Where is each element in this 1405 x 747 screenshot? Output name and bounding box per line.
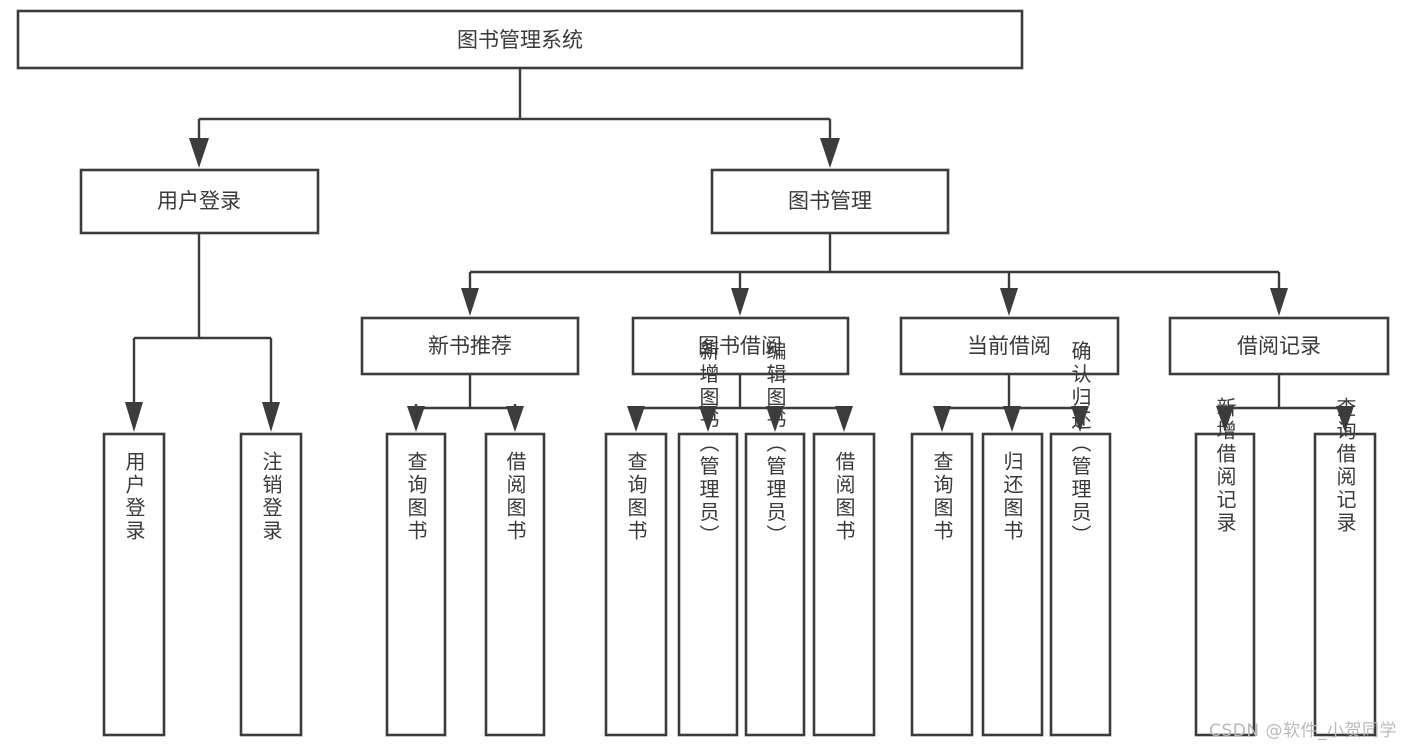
arrowhead-borrowrecord-l2 [1336,406,1354,432]
leaf-add-book-admin[interactable]: 新增图书（管理员） [677,340,739,737]
leaf-query-book-current[interactable]: 查询图书 [910,432,974,737]
node-book-management[interactable]: 图书管理 [710,168,950,235]
leaf-user-login[interactable]: 用户登录 [102,432,166,737]
connector-layer [125,68,1354,432]
leaf-add-borrow-record-box[interactable] [1194,432,1256,737]
leaf-user-login-box[interactable] [102,432,166,737]
arrowhead-book-mgmt [820,138,840,168]
leaf-borrow-book-new[interactable]: 借阅图书 [484,432,546,737]
leaf-confirm-return-admin-box[interactable] [1049,432,1112,737]
leaf-user-login-label: 用户登录 [122,451,146,543]
leaf-borrow-book-label: 借阅图书 [832,451,856,543]
leaf-query-book-borrow[interactable]: 查询图书 [604,432,668,737]
leaf-query-book-new[interactable]: 查询图书 [385,432,447,737]
arrowhead-borrowrecord-l1 [1216,406,1234,432]
arrowhead-current-borrow [1000,288,1018,316]
arrowhead-new-book-rec [461,288,479,316]
arrowhead-bookborrow-l1 [627,406,645,432]
node-user-login-box[interactable] [79,168,320,235]
leaf-add-borrow-record[interactable]: 新增借阅记录 [1194,397,1256,737]
arrowhead-currentborrow-l1 [933,406,951,432]
arrowhead-userlogin-leaf2 [262,402,280,432]
arrowhead-bookborrow-l3 [766,406,784,432]
leaf-borrow-book-new-label: 借阅图书 [503,451,527,543]
leaf-query-borrow-record-label: 查询借阅记录 [1333,397,1357,535]
leaf-confirm-return-admin-label: 确认归还（管理员） [1068,340,1092,547]
leaf-borrow-book-box[interactable] [812,432,876,737]
node-book-management-label: 图书管理 [788,189,872,213]
node-borrow-record[interactable]: 借阅记录 [1168,316,1390,376]
node-root[interactable]: 图书管理系统 [16,9,1024,70]
node-current-borrow[interactable]: 当前借阅 [899,316,1120,376]
leaf-query-book-current-label: 查询图书 [930,451,954,543]
leaf-add-book-admin-label: 新增图书（管理员） [696,340,720,547]
node-root-box[interactable] [16,9,1024,70]
leaf-query-book-borrow-box[interactable] [604,432,668,737]
leaf-logout-label: 注销登录 [259,451,283,543]
arrowhead-bookborrow-l4 [835,406,853,432]
arrowhead-newbook-l1 [407,406,425,432]
arrowhead-currentborrow-l3 [1071,406,1089,432]
leaf-add-borrow-record-label: 新增借阅记录 [1213,397,1237,535]
leaf-return-book-box[interactable] [981,432,1044,737]
arrowhead-currentborrow-l2 [1003,406,1021,432]
node-borrow-record-box[interactable] [1168,316,1390,376]
leaf-edit-book-admin-label: 编辑图书（管理员） [763,340,787,547]
leaf-return-book-label: 归还图书 [1000,451,1024,543]
arrowhead-userlogin-leaf1 [125,402,143,432]
leaf-query-book-new-box[interactable] [385,432,447,737]
node-book-borrow-box[interactable] [631,316,850,376]
leaf-return-book[interactable]: 归还图书 [981,432,1044,737]
leaf-logout-box[interactable] [239,432,303,737]
leaf-borrow-book-new-box[interactable] [484,432,546,737]
node-new-book-recommend-box[interactable] [360,316,580,376]
leaf-confirm-return-admin[interactable]: 确认归还（管理员） [1049,340,1112,737]
arrowhead-borrow-record [1270,288,1288,316]
node-root-label: 图书管理系统 [457,28,583,52]
node-current-borrow-label: 当前借阅 [967,334,1051,358]
arrowhead-user-login [189,138,209,168]
leaf-query-borrow-record-box[interactable] [1313,432,1377,737]
leaf-edit-book-admin[interactable]: 编辑图书（管理员） [744,340,806,737]
leaf-query-borrow-record[interactable]: 查询借阅记录 [1313,397,1377,737]
leaf-query-book-new-label: 查询图书 [404,451,428,543]
node-book-borrow[interactable]: 图书借阅 [631,316,850,376]
node-borrow-record-label: 借阅记录 [1237,334,1321,358]
arrowhead-newbook-l2 [506,406,524,432]
leaf-logout[interactable]: 注销登录 [239,432,303,737]
node-new-book-recommend[interactable]: 新书推荐 [360,316,580,376]
node-user-login[interactable]: 用户登录 [79,168,320,235]
leaf-borrow-book[interactable]: 借阅图书 [812,432,876,737]
node-user-login-label: 用户登录 [157,189,241,213]
leaf-query-book-current-box[interactable] [910,432,974,737]
leaf-add-book-admin-box[interactable] [677,432,739,737]
arrowhead-book-borrow [731,288,749,316]
node-current-borrow-box[interactable] [899,316,1120,376]
leaf-edit-book-admin-box[interactable] [744,432,806,737]
node-book-borrow-label: 图书借阅 [698,334,782,358]
leaf-query-book-borrow-label: 查询图书 [624,451,648,543]
node-new-book-recommend-label: 新书推荐 [428,334,512,358]
arrowhead-bookborrow-l2 [699,406,717,432]
node-book-management-box[interactable] [710,168,950,235]
